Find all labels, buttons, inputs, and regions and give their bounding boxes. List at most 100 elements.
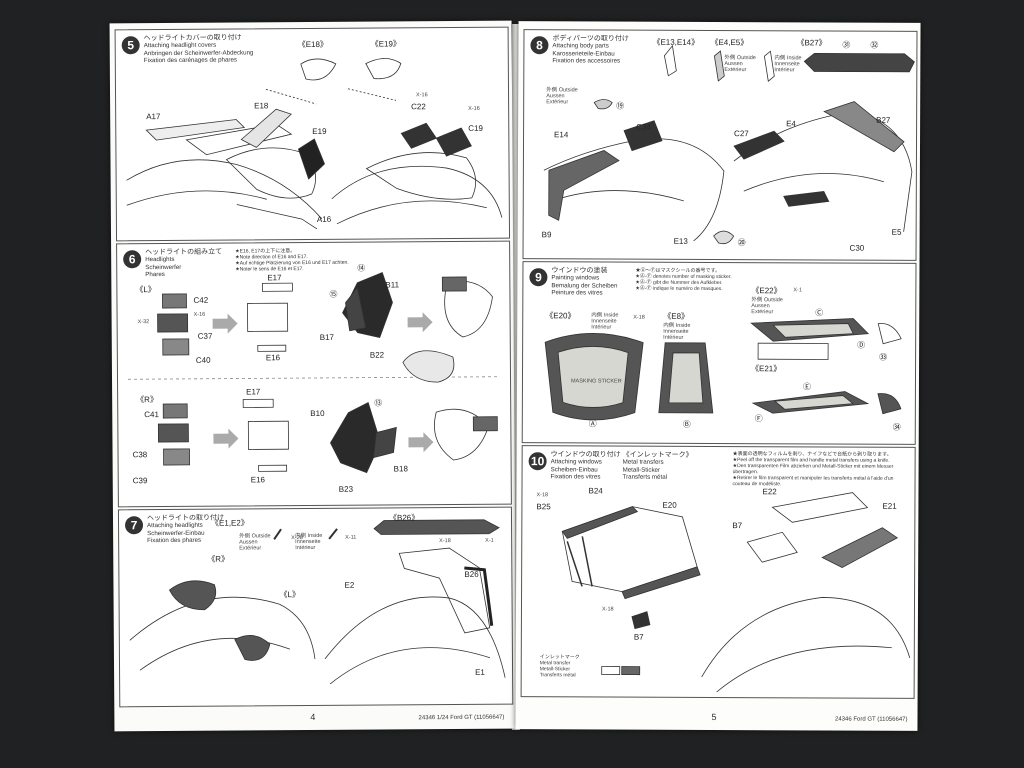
step-8-illustration — [543, 44, 915, 245]
part-label: 《E4,E5》 — [710, 37, 749, 48]
step-8-panel: 8 ボディパーツの取り付け Attaching body parts Karos… — [522, 29, 918, 261]
part-label: ㉜ — [870, 40, 879, 50]
part-label: C39 — [132, 476, 148, 486]
part-label: B7 — [633, 632, 644, 642]
part-label: Ⓐ — [588, 419, 597, 429]
part-label: ⑳ — [737, 238, 746, 248]
part-label: E18 — [254, 101, 269, 111]
part-label: B17 — [319, 332, 334, 342]
outside-label: 外側 Outside Aussen Extérieur — [239, 533, 271, 552]
part-label: E21 — [882, 501, 897, 511]
part-label: E22 — [762, 487, 777, 497]
masking-sticker-label: MASKING STICKER — [570, 378, 622, 385]
step-7-panel: 7 ヘッドライトの取り付け Attaching headlights Schei… — [117, 506, 514, 708]
part-label: ㉛ — [842, 40, 851, 50]
part-label: B7 — [732, 521, 743, 531]
part-label: C19 — [468, 123, 483, 133]
part-label: E4 — [786, 119, 796, 129]
part-label: X-16 — [416, 92, 428, 99]
inside-label: 内側 Inside Innenseite Intérieur — [591, 312, 619, 331]
part-label: B9 — [541, 230, 552, 240]
part-label: B11 — [385, 280, 400, 290]
part-label: X-16 — [193, 311, 206, 318]
part-label: X-18 — [633, 314, 645, 321]
part-label: C30 — [849, 243, 865, 253]
part-label: C42 — [193, 295, 209, 305]
part-label: E17 — [246, 387, 261, 397]
part-label: ⑭ — [357, 263, 366, 273]
outside-label: 外側 Outside Aussen Extérieur — [546, 87, 578, 106]
part-label: B24 — [588, 486, 603, 496]
part-label: E5 — [891, 227, 902, 237]
part-label: ⑲ — [616, 101, 625, 111]
outside-label: 外側 Outside Aussen Extérieur — [724, 55, 756, 74]
part-label: E17 — [267, 273, 282, 283]
part-label: E16 — [265, 353, 281, 363]
part-label: C37 — [197, 331, 213, 341]
part-label: 《E1,E2》 — [210, 518, 249, 528]
left-page: 5 ヘッドライトカバーの取り付け Attaching headlight cov… — [109, 20, 517, 732]
part-label: B10 — [310, 408, 325, 419]
inside-label: 内側 Inside Innenseite Intérieur — [774, 55, 802, 74]
step-7-illustration — [129, 519, 506, 685]
part-label: C40 — [195, 355, 211, 365]
part-label: E19 — [312, 126, 327, 136]
part-label: C22 — [411, 102, 426, 112]
part-label: 《B27》 — [796, 38, 827, 48]
step-6-panel: 6 ヘッドライトの組み立て Headlights Scheinwerfer Ph… — [116, 240, 512, 508]
part-label: X-18 — [536, 492, 549, 499]
part-label: 《B26》 — [388, 513, 420, 523]
part-label: Ⓑ — [682, 419, 691, 429]
page-footer: 24346 Ford GT (11056647) — [834, 716, 908, 723]
step-9-illustration — [544, 318, 902, 421]
part-label: B25 — [536, 502, 551, 512]
part-label: B27 — [876, 115, 891, 125]
part-label: 《E19》 — [370, 39, 401, 49]
part-label: 《E18》 — [297, 39, 328, 50]
part-label: B22 — [369, 350, 385, 360]
part-label: Ⓕ — [754, 414, 763, 424]
part-label: Ⓒ — [815, 308, 824, 318]
page-number: 5 — [711, 711, 717, 722]
part-label: E14 — [554, 130, 569, 140]
side-label: 《L》 — [279, 590, 301, 600]
part-label: 《E21》 — [751, 364, 782, 374]
metal-transfer-legend: インレットマーク Metal transfer Metall-Sticker T… — [539, 654, 580, 679]
part-label: Ⓓ — [857, 340, 866, 350]
side-label: 《L》 — [135, 285, 156, 295]
part-label: X-1 — [793, 287, 802, 294]
right-page: 8 ボディパーツの取り付け Attaching body parts Karos… — [515, 21, 921, 731]
part-label: E1 — [475, 667, 485, 677]
step-6-illustration — [128, 271, 499, 474]
outside-label: 外側 Outside Aussen Extérieur — [751, 297, 783, 316]
step-10-illustration — [561, 492, 911, 693]
part-label: C34 — [636, 122, 651, 132]
inside-label: 内側 Inside Innenseite Intérieur — [663, 322, 691, 341]
part-label: X-11 — [345, 534, 357, 541]
page-footer: 24346 1/24 Ford GT (11056647) — [418, 714, 505, 722]
part-label: ⑬ — [374, 398, 383, 408]
part-label: B26 — [464, 569, 479, 579]
step-9-panel: 9 ウインドウの塗装 Painting windows Bemalung der… — [521, 261, 917, 445]
part-label: X-18 — [601, 606, 614, 613]
inside-label: 内側 Inside Innenseite Intérieur — [295, 532, 323, 552]
part-label: X-1 — [485, 537, 494, 544]
part-label: A17 — [146, 112, 161, 122]
page-number: 4 — [310, 711, 316, 723]
part-label: ㉞ — [892, 422, 901, 432]
part-label: Ⓔ — [802, 382, 811, 392]
part-label: C41 — [144, 410, 159, 420]
part-label: C38 — [132, 450, 148, 460]
part-label: E13 — [673, 236, 688, 246]
part-label: ㉝ — [879, 352, 888, 362]
part-label: 《E20》 — [545, 311, 576, 321]
side-label: 《R》 — [207, 554, 230, 564]
part-label: E16 — [250, 475, 265, 485]
part-label: E2 — [344, 580, 355, 590]
part-label: A16 — [316, 214, 332, 224]
step-5-panel: 5 ヘッドライトカバーの取り付け Attaching headlight cov… — [114, 26, 511, 242]
part-label: B18 — [393, 464, 408, 474]
part-label: X-32 — [137, 319, 150, 326]
part-label: 《E13,E14》 — [652, 37, 700, 47]
part-label: C27 — [734, 129, 749, 139]
